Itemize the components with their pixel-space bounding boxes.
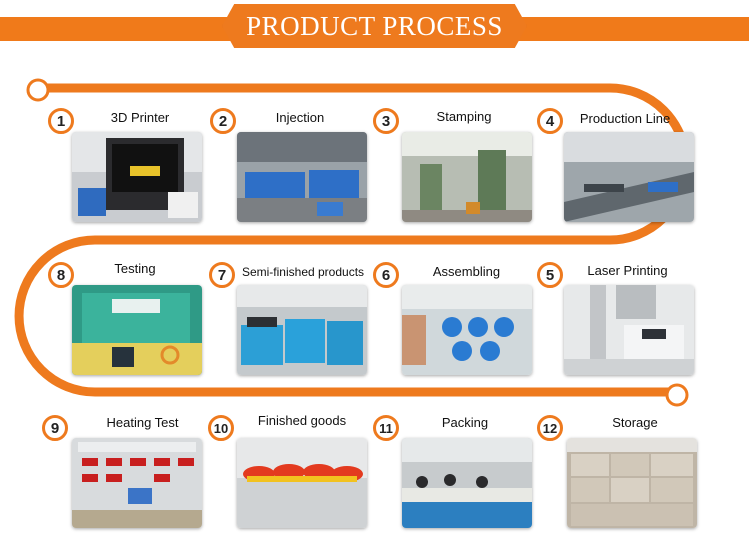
- step-10-label: Finished goods: [257, 413, 347, 428]
- step-9-label: Heating Test: [106, 415, 179, 430]
- step-7-label: Semi-finished products: [241, 265, 365, 279]
- step-5-label: Laser Printing: [587, 263, 668, 278]
- step-3-label: Stamping: [436, 109, 492, 124]
- step-5-number: 5: [537, 262, 563, 288]
- step-8-photo: [72, 285, 202, 375]
- step-2-number: 2: [210, 108, 236, 134]
- step-2-label: Injection: [275, 110, 325, 125]
- step-12-photo: [567, 438, 697, 528]
- step-6-label: Assembling: [432, 264, 501, 279]
- step-11-photo: [402, 438, 532, 528]
- step-7-photo: [237, 285, 367, 375]
- track-start-ring: [26, 78, 50, 102]
- step-7-number: 7: [209, 262, 235, 288]
- step-11-number: 11: [373, 415, 399, 441]
- step-3-number: 3: [373, 108, 399, 134]
- step-6-number: 6: [373, 262, 399, 288]
- step-10-photo: [237, 438, 367, 528]
- step-12-label: Storage: [612, 415, 658, 430]
- step-2-photo: [237, 132, 367, 222]
- step-8-number: 8: [48, 262, 74, 288]
- step-9-photo: [72, 438, 202, 528]
- step-3-photo: [402, 132, 532, 222]
- track-end-ring: [665, 383, 689, 407]
- step-10-number: 10: [208, 415, 234, 441]
- step-5-photo: [564, 285, 694, 375]
- step-6-photo: [402, 285, 532, 375]
- step-1-photo: [72, 132, 202, 222]
- step-11-label: Packing: [441, 415, 489, 430]
- step-9-number: 9: [42, 415, 68, 441]
- step-8-label: Testing: [114, 261, 156, 276]
- step-4-label: Production Line: [579, 111, 671, 126]
- page-title: PRODUCT PROCESS: [222, 4, 527, 48]
- step-4-number: 4: [537, 108, 563, 134]
- step-12-number: 12: [537, 415, 563, 441]
- step-4-photo: [564, 132, 694, 222]
- step-1-number: 1: [48, 108, 74, 134]
- step-1-label: 3D Printer: [110, 110, 170, 125]
